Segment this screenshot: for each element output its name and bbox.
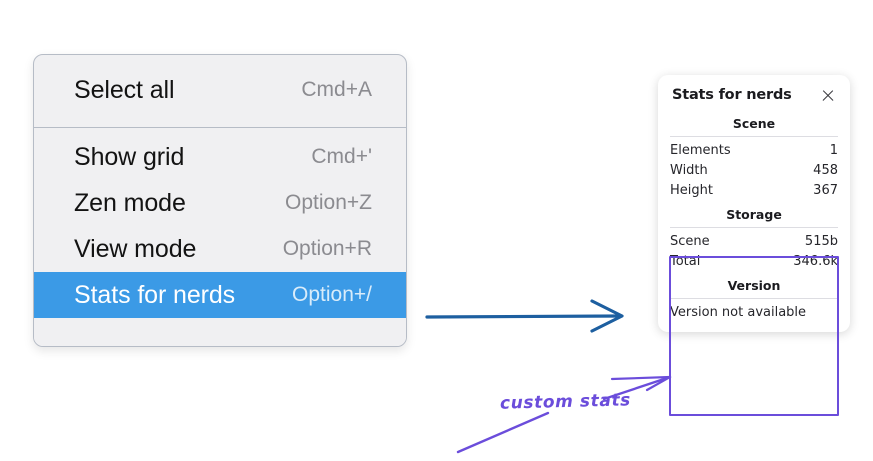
stat-value: 515b bbox=[804, 233, 838, 249]
menu-item-shortcut: Cmd+' bbox=[311, 145, 372, 168]
menu-item-shortcut: Option+Z bbox=[285, 191, 372, 214]
stat-row-elements: Elements 1 bbox=[670, 140, 838, 160]
close-icon[interactable] bbox=[820, 87, 836, 103]
purple-underline-stroke bbox=[456, 411, 550, 454]
stat-row-width: Width 458 bbox=[670, 160, 838, 180]
menu-bottom-padding bbox=[34, 326, 406, 346]
stats-panel-body: Scene Elements 1 Width 458 Height 367 St… bbox=[658, 109, 850, 322]
menu-section-2: Show grid Cmd+' Zen mode Option+Z View m… bbox=[34, 128, 406, 326]
menu-item-label: Stats for nerds bbox=[74, 280, 236, 309]
section-title-storage: Storage bbox=[726, 207, 782, 222]
menu-section-1: Select all Cmd+A bbox=[34, 55, 406, 127]
stat-key: Width bbox=[670, 162, 708, 178]
section-title-version: Version bbox=[727, 278, 781, 293]
stat-key: Height bbox=[670, 182, 713, 198]
stat-row-storage-total: Total 346.6k bbox=[670, 251, 838, 271]
menu-item-stats-for-nerds[interactable]: Stats for nerds Option+/ bbox=[34, 272, 406, 318]
section-title-scene: Scene bbox=[732, 116, 776, 131]
menu-item-label: Zen mode bbox=[74, 188, 186, 217]
stat-value: 346.6k bbox=[793, 253, 838, 269]
custom-stats-annotation-label: custom stats bbox=[499, 390, 632, 414]
menu-item-label: View mode bbox=[74, 234, 197, 263]
menu-item-shortcut: Cmd+A bbox=[301, 78, 372, 101]
menu-item-select-all[interactable]: Select all Cmd+A bbox=[34, 67, 406, 113]
stats-for-nerds-panel: Stats for nerds Scene Elements 1 Width 4… bbox=[658, 75, 850, 332]
stat-key: Scene bbox=[670, 233, 710, 249]
section-rule bbox=[670, 136, 838, 137]
stat-key: Elements bbox=[670, 142, 731, 158]
version-not-available-text: Version not available bbox=[670, 305, 807, 320]
menu-item-shortcut: Option+R bbox=[282, 237, 372, 260]
menu-item-show-grid[interactable]: Show grid Cmd+' bbox=[34, 134, 406, 180]
menu-item-label: Show grid bbox=[74, 142, 185, 171]
menu-item-zen-mode[interactable]: Zen mode Option+Z bbox=[34, 180, 406, 226]
stat-row-storage-scene: Scene 515b bbox=[670, 231, 838, 251]
stats-panel-title: Stats for nerds bbox=[672, 87, 792, 103]
context-menu: Select all Cmd+A Show grid Cmd+' Zen mod… bbox=[33, 54, 407, 347]
section-rule bbox=[670, 227, 838, 228]
blue-arrow-icon bbox=[425, 299, 624, 333]
menu-item-label: Select all bbox=[74, 75, 175, 104]
stats-panel-header: Stats for nerds bbox=[658, 75, 850, 109]
stat-value: 1 bbox=[829, 142, 838, 158]
menu-item-shortcut: Option+/ bbox=[292, 283, 372, 306]
stat-value: 458 bbox=[813, 162, 838, 178]
stat-row-height: Height 367 bbox=[670, 180, 838, 200]
menu-item-view-mode[interactable]: View mode Option+R bbox=[34, 226, 406, 272]
stat-key: Total bbox=[670, 253, 701, 269]
section-rule bbox=[670, 298, 838, 299]
menu-divider bbox=[34, 127, 406, 128]
stat-value: 367 bbox=[813, 182, 838, 198]
